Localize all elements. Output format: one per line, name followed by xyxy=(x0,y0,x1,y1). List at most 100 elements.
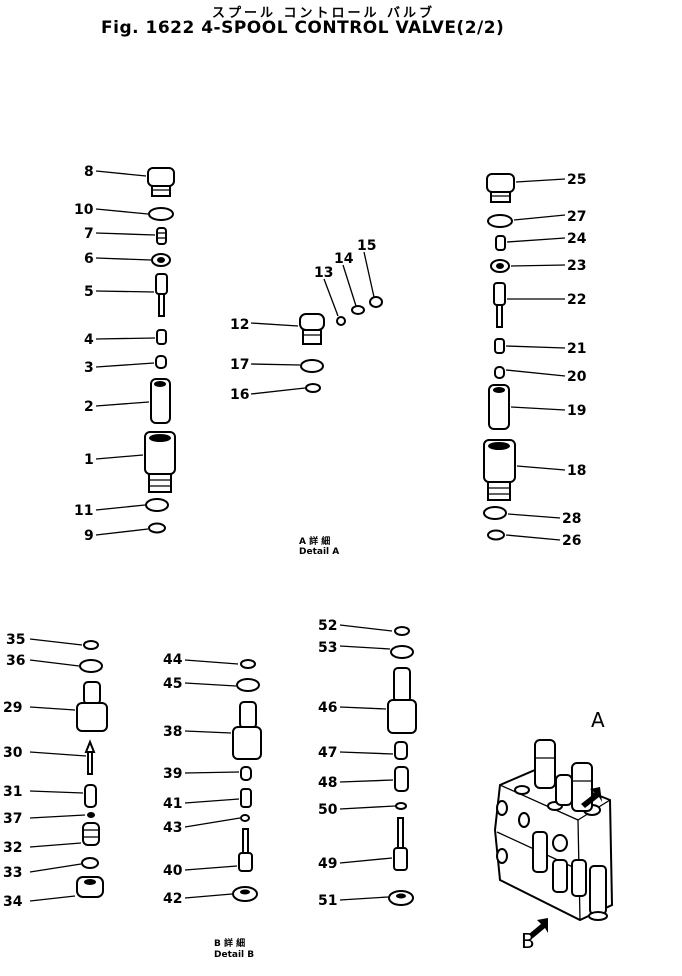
part-29-valve-body-icon xyxy=(76,681,108,732)
callout-11: 11 xyxy=(74,503,93,519)
callout-30: 30 xyxy=(3,745,23,761)
callout-53: 53 xyxy=(318,640,337,656)
part-53-oring-icon xyxy=(390,645,414,659)
callout-40: 40 xyxy=(163,863,183,879)
callout-20: 20 xyxy=(567,369,587,385)
part-41-spring-icon xyxy=(240,788,252,808)
callout-38: 38 xyxy=(163,724,182,740)
part-25-cap-icon xyxy=(486,173,515,203)
callout-28: 28 xyxy=(562,511,581,527)
part-51-seat-icon xyxy=(388,890,414,906)
callout-32: 32 xyxy=(3,840,22,856)
part-23-seat-icon xyxy=(490,259,510,273)
callout-2: 2 xyxy=(84,399,94,415)
part-13-ball-icon xyxy=(336,316,346,326)
callout-42: 42 xyxy=(163,891,182,907)
part-46-valve-body-icon xyxy=(387,667,417,734)
control-valve-block-icon xyxy=(493,739,614,922)
callout-24: 24 xyxy=(567,231,587,247)
callout-35: 35 xyxy=(6,632,25,648)
detail-b-label: Detail B xyxy=(214,950,254,960)
callout-27: 27 xyxy=(567,209,586,225)
title-japanese: スプール コントロール バルブ xyxy=(212,6,436,21)
part-42-seat-icon xyxy=(232,886,258,902)
part-47-piston-icon xyxy=(394,741,408,760)
part-39-plug-icon xyxy=(240,766,252,781)
view-label-b: B xyxy=(521,929,535,953)
callout-10: 10 xyxy=(74,202,94,218)
callout-16: 16 xyxy=(230,387,249,403)
center-check-valve-assembly: 12 13 14 15 17 16 A 詳 細 Detail A xyxy=(230,238,383,557)
part-36-oring-icon xyxy=(79,659,103,673)
callout-21: 21 xyxy=(567,341,586,357)
detail-b-middle-assembly: 44 45 38 39 41 43 40 42 B 詳 細 Detail B xyxy=(163,652,262,960)
figure-title: Fig. 1622 4-SPOOL CONTROL VALVE(2/2) xyxy=(101,18,505,38)
part-3-plug-icon xyxy=(155,355,167,369)
callout-51: 51 xyxy=(318,893,337,909)
part-28-oring-icon xyxy=(483,506,507,520)
detail-b-right-assembly: 52 53 46 47 48 50 49 51 xyxy=(318,618,417,909)
callout-41: 41 xyxy=(163,796,182,812)
detail-b-label-jp: B 詳 細 xyxy=(214,937,245,949)
left-relief-valve-assembly: 8 10 7 6 5 4 3 2 1 11 9 xyxy=(74,164,176,544)
callout-14: 14 xyxy=(334,251,354,267)
part-35-oring-icon xyxy=(83,640,99,650)
callout-22: 22 xyxy=(567,292,586,308)
callout-3: 3 xyxy=(84,360,94,376)
callout-50: 50 xyxy=(318,802,338,818)
part-6-seat-icon xyxy=(151,253,171,267)
part-16-oring-icon xyxy=(305,383,321,393)
part-20-plug-icon xyxy=(494,366,505,379)
part-40-poppet-icon xyxy=(238,828,253,872)
part-26-oring-icon xyxy=(487,529,505,541)
callout-29: 29 xyxy=(3,700,22,716)
callout-34: 34 xyxy=(3,894,23,910)
detail-a-label: Detail A xyxy=(299,547,339,557)
callout-46: 46 xyxy=(318,700,337,716)
part-27-oring-icon xyxy=(487,214,513,228)
part-5-poppet-icon xyxy=(155,273,168,317)
view-arrow-b: B xyxy=(521,918,548,953)
callout-43: 43 xyxy=(163,820,182,836)
part-31-spring-icon xyxy=(84,784,97,808)
part-9-oring-icon xyxy=(148,522,166,534)
part-17-oring-icon xyxy=(300,359,324,373)
callout-7: 7 xyxy=(84,226,94,242)
part-32-seat-icon xyxy=(82,822,100,846)
callout-4: 4 xyxy=(84,332,94,348)
part-22-poppet-icon xyxy=(493,282,506,328)
callout-6: 6 xyxy=(84,251,94,267)
detail-a-label-jp: A 詳 細 xyxy=(299,535,330,547)
callout-39: 39 xyxy=(163,766,182,782)
callout-8: 8 xyxy=(84,164,94,180)
part-1-valve-body-icon xyxy=(144,431,176,493)
view-label-a: A xyxy=(591,708,605,732)
part-44-oring-icon xyxy=(240,659,256,669)
callout-15: 15 xyxy=(357,238,376,254)
part-48-spring-icon xyxy=(394,766,409,792)
callout-47: 47 xyxy=(318,745,337,761)
callout-45: 45 xyxy=(163,676,182,692)
callout-25: 25 xyxy=(567,172,586,188)
callout-49: 49 xyxy=(318,856,337,872)
part-11-oring-icon xyxy=(145,498,169,512)
callout-18: 18 xyxy=(567,463,586,479)
callout-44: 44 xyxy=(163,652,183,668)
view-arrow-a: A xyxy=(581,708,605,808)
part-19-sleeve-icon xyxy=(488,384,510,430)
part-30-pin-icon xyxy=(84,739,96,775)
part-8-cap-icon xyxy=(147,167,175,197)
part-2-sleeve-icon xyxy=(150,378,171,424)
callout-23: 23 xyxy=(567,258,586,274)
callout-26: 26 xyxy=(562,533,581,549)
part-4-spring-icon xyxy=(156,329,167,345)
detail-b-left-assembly: 35 36 29 30 31 37 32 33 34 xyxy=(3,632,108,910)
part-45-oring-icon xyxy=(236,678,260,692)
part-12-plug-icon xyxy=(299,313,325,345)
callout-5: 5 xyxy=(84,284,94,300)
callout-1: 1 xyxy=(84,452,94,468)
part-49-poppet-icon xyxy=(393,817,408,871)
part-43-oring-icon xyxy=(240,814,250,822)
callout-9: 9 xyxy=(84,528,94,544)
